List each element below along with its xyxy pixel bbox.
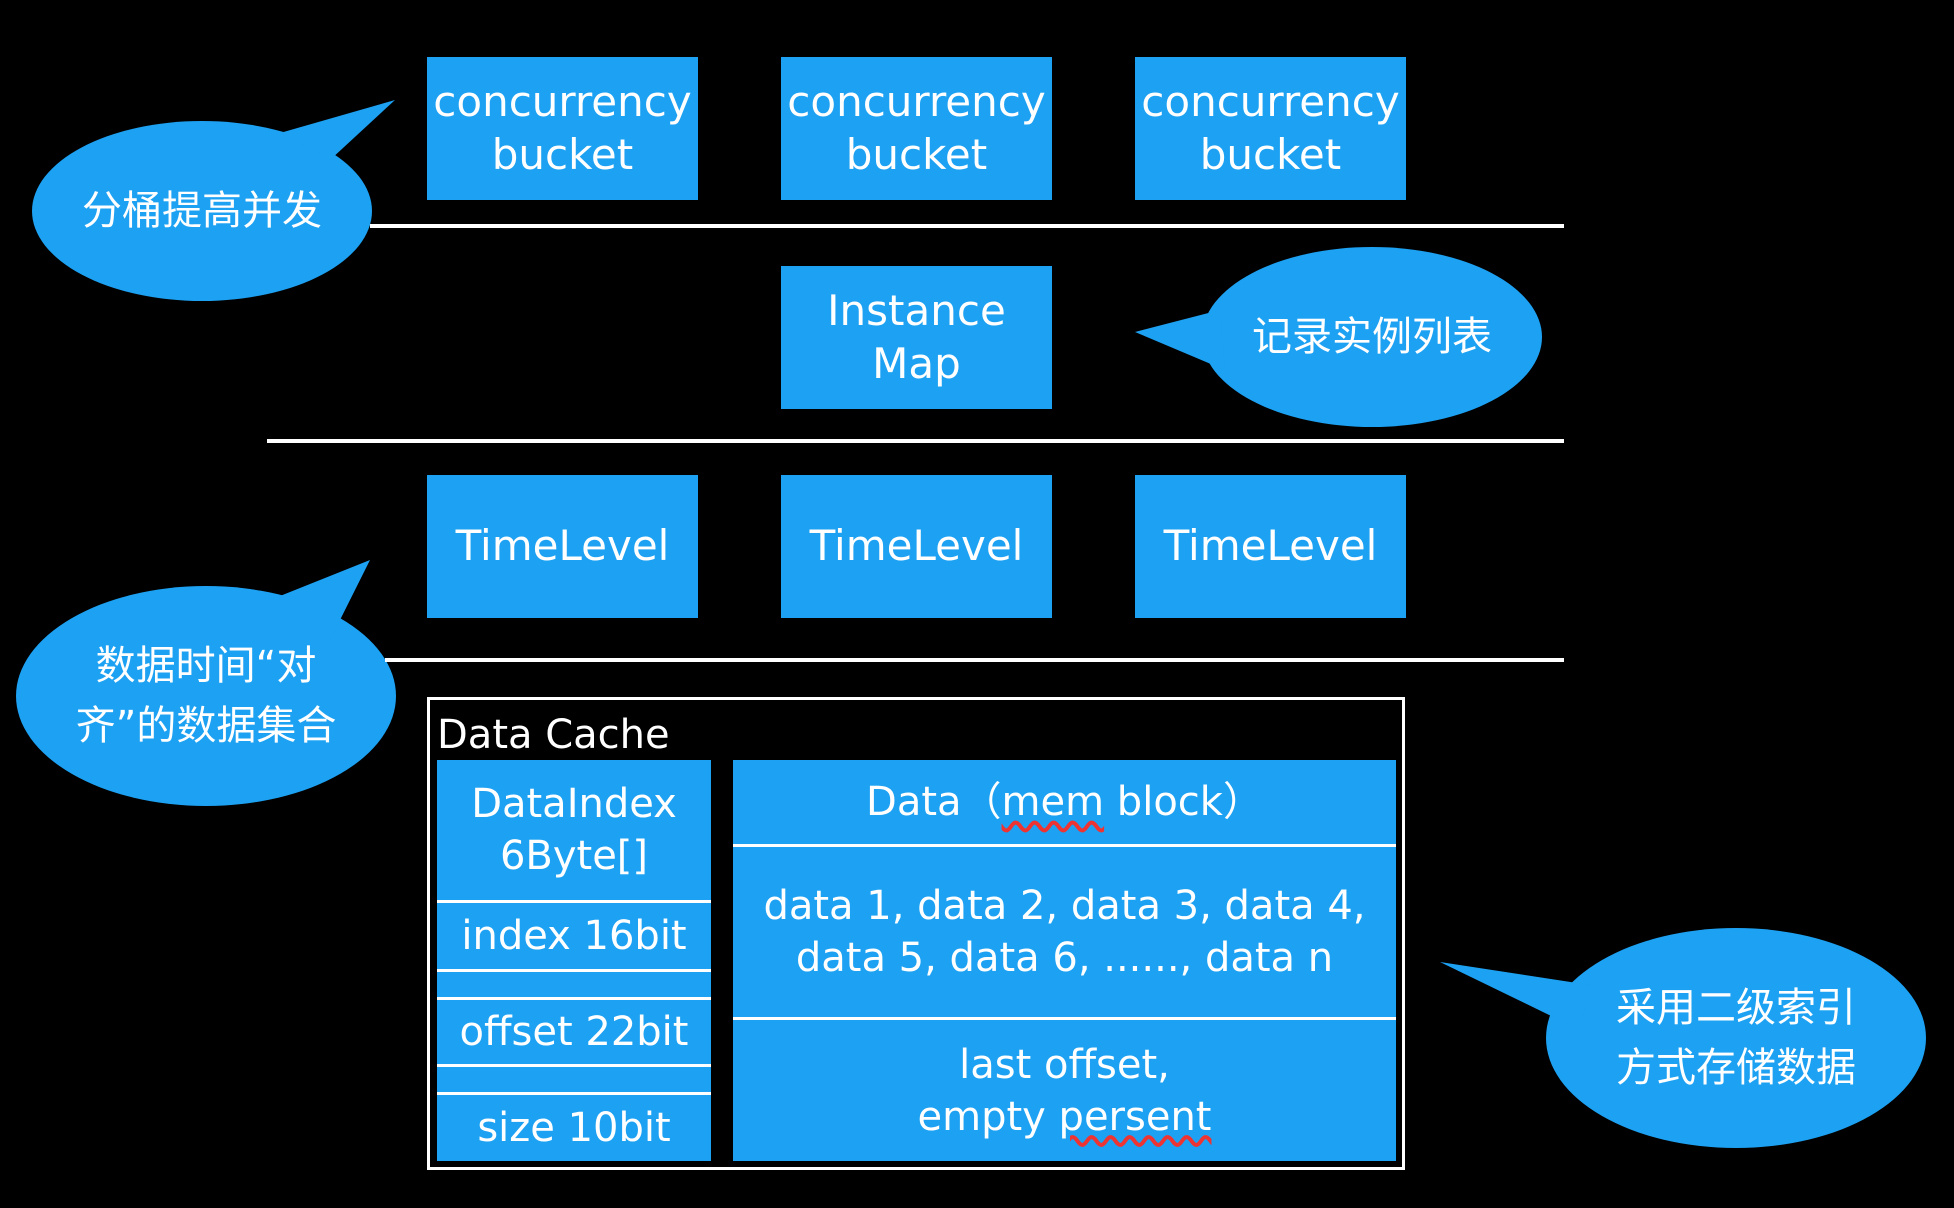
data-footer-cell: last offset, empty persent — [733, 1020, 1396, 1161]
footer-line1: last offset, — [959, 1041, 1170, 1088]
data-index-header: DataIndex 6Byte[] — [437, 760, 711, 900]
index-field-spacer — [437, 1067, 711, 1092]
box-label: concurrency bucket — [787, 77, 1046, 179]
data-cache-container — [427, 697, 1405, 1170]
data-values-cell: data 1, data 2, data 3, data 4, data 5, … — [733, 847, 1396, 1017]
callout-bubble-timelevel — [16, 560, 396, 806]
callout-bubble-bucket — [32, 100, 395, 301]
cell-separator — [437, 1064, 711, 1067]
cell-separator — [437, 997, 711, 1000]
cell-label: index 16bit — [461, 913, 687, 959]
callout-bubble-index — [1440, 928, 1926, 1148]
index-field-index: index 16bit — [437, 903, 711, 969]
concurrency-bucket-box: concurrency bucket — [1135, 57, 1406, 200]
cell-separator — [437, 969, 711, 972]
instance-map-box: Instance Map — [781, 266, 1052, 409]
footer-line2: empty persent — [918, 1091, 1212, 1143]
index-field-spacer — [437, 972, 711, 997]
cell-separator — [733, 1017, 1396, 1020]
concurrency-bucket-box: concurrency bucket — [427, 57, 698, 200]
callout-text-index: 采用二级索引 方式存储数据 — [1616, 985, 1856, 1091]
divider-line — [370, 224, 1564, 228]
divider-line — [267, 439, 1564, 443]
box-label: concurrency bucket — [433, 77, 692, 179]
cell-label: Data（mem block） — [866, 776, 1263, 828]
cell-separator — [437, 1092, 711, 1095]
cell-label: data 1, data 2, data 3, data 4, data 5, … — [763, 883, 1366, 981]
cell-separator — [733, 844, 1396, 847]
concurrency-bucket-box: concurrency bucket — [781, 57, 1052, 200]
data-header-underlined: mem — [1001, 779, 1105, 825]
cell-separator — [437, 900, 711, 903]
callout-bubble-instance — [1135, 247, 1542, 427]
data-cache-title: Data Cache — [437, 712, 670, 758]
divider-line — [385, 658, 1564, 662]
index-field-size: size 10bit — [437, 1095, 711, 1161]
timelevel-box: TimeLevel — [1135, 475, 1406, 618]
data-block-header: Data（mem block） — [733, 760, 1396, 844]
data-header-suffix: block） — [1104, 779, 1263, 825]
timelevel-box: TimeLevel — [781, 475, 1052, 618]
cell-label: offset 22bit — [459, 1009, 689, 1055]
footer-line2-underlined: persent — [1058, 1093, 1212, 1140]
cell-label: size 10bit — [477, 1105, 671, 1151]
box-label: Instance Map — [827, 286, 1006, 388]
timelevel-box: TimeLevel — [427, 475, 698, 618]
data-header-prefix: Data（ — [866, 779, 1002, 825]
box-label: TimeLevel — [809, 521, 1024, 571]
index-field-offset: offset 22bit — [437, 1000, 711, 1064]
box-label: TimeLevel — [455, 521, 670, 571]
callout-text-instance: 记录实例列表 — [1252, 314, 1492, 360]
callout-text-timelevel: 数据时间“对 齐”的数据集合 — [75, 643, 337, 749]
callout-text-bucket: 分桶提高并发 — [82, 188, 322, 234]
cell-label: DataIndex 6Byte[] — [471, 781, 677, 879]
footer-line2-prefix: empty — [917, 1093, 1059, 1140]
box-label: concurrency bucket — [1141, 77, 1400, 179]
box-label: TimeLevel — [1163, 521, 1378, 571]
